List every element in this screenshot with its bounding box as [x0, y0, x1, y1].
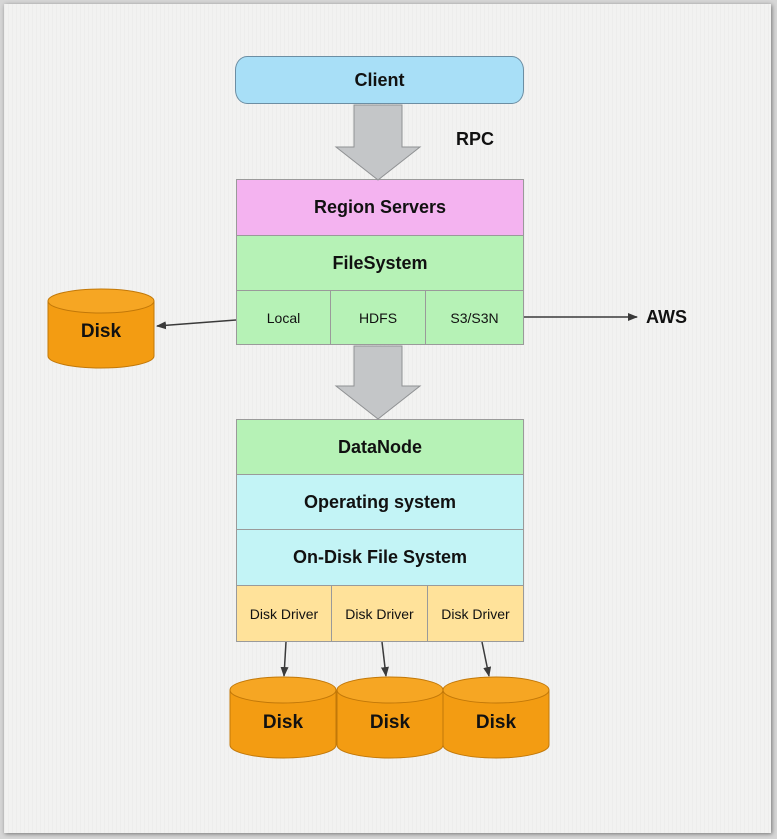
side-disk-label: Disk: [81, 321, 122, 342]
driver3-to-disk-arrow: [481, 641, 492, 677]
rpc-label: RPC: [456, 129, 495, 149]
fs-hdfs-box: HDFS: [330, 290, 426, 345]
disk-cylinder-2: Disk: [336, 676, 444, 759]
on-disk-fs-box: On-Disk File System: [236, 529, 524, 586]
driver1-to-disk-arrow: [280, 641, 289, 677]
disk-3-label: Disk: [476, 712, 517, 733]
disk-driver-2: Disk Driver: [331, 585, 428, 642]
disk-2-label: Disk: [370, 712, 411, 733]
operating-system-box: Operating system: [236, 474, 524, 530]
local-to-disk-arrow: [156, 319, 237, 330]
filesystem-box: FileSystem: [236, 235, 524, 291]
disk-1-label: Disk: [263, 712, 304, 733]
side-disk-cylinder: Disk: [47, 288, 155, 369]
client-box: Client: [235, 56, 524, 104]
disk-cylinder-1: Disk: [229, 676, 337, 759]
disk-driver-1: Disk Driver: [236, 585, 332, 642]
aws-label: AWS: [646, 307, 688, 327]
fs-local-box: Local: [236, 290, 331, 345]
driver2-to-disk-arrow: [380, 641, 389, 677]
rpc-block-arrow: [334, 104, 422, 181]
hdfs-block-arrow: [334, 345, 422, 420]
disk-cylinder-3: Disk: [442, 676, 550, 759]
fs-s3-box: S3/S3N: [425, 290, 524, 345]
disk-driver-3: Disk Driver: [427, 585, 524, 642]
datanode-box: DataNode: [236, 419, 524, 475]
